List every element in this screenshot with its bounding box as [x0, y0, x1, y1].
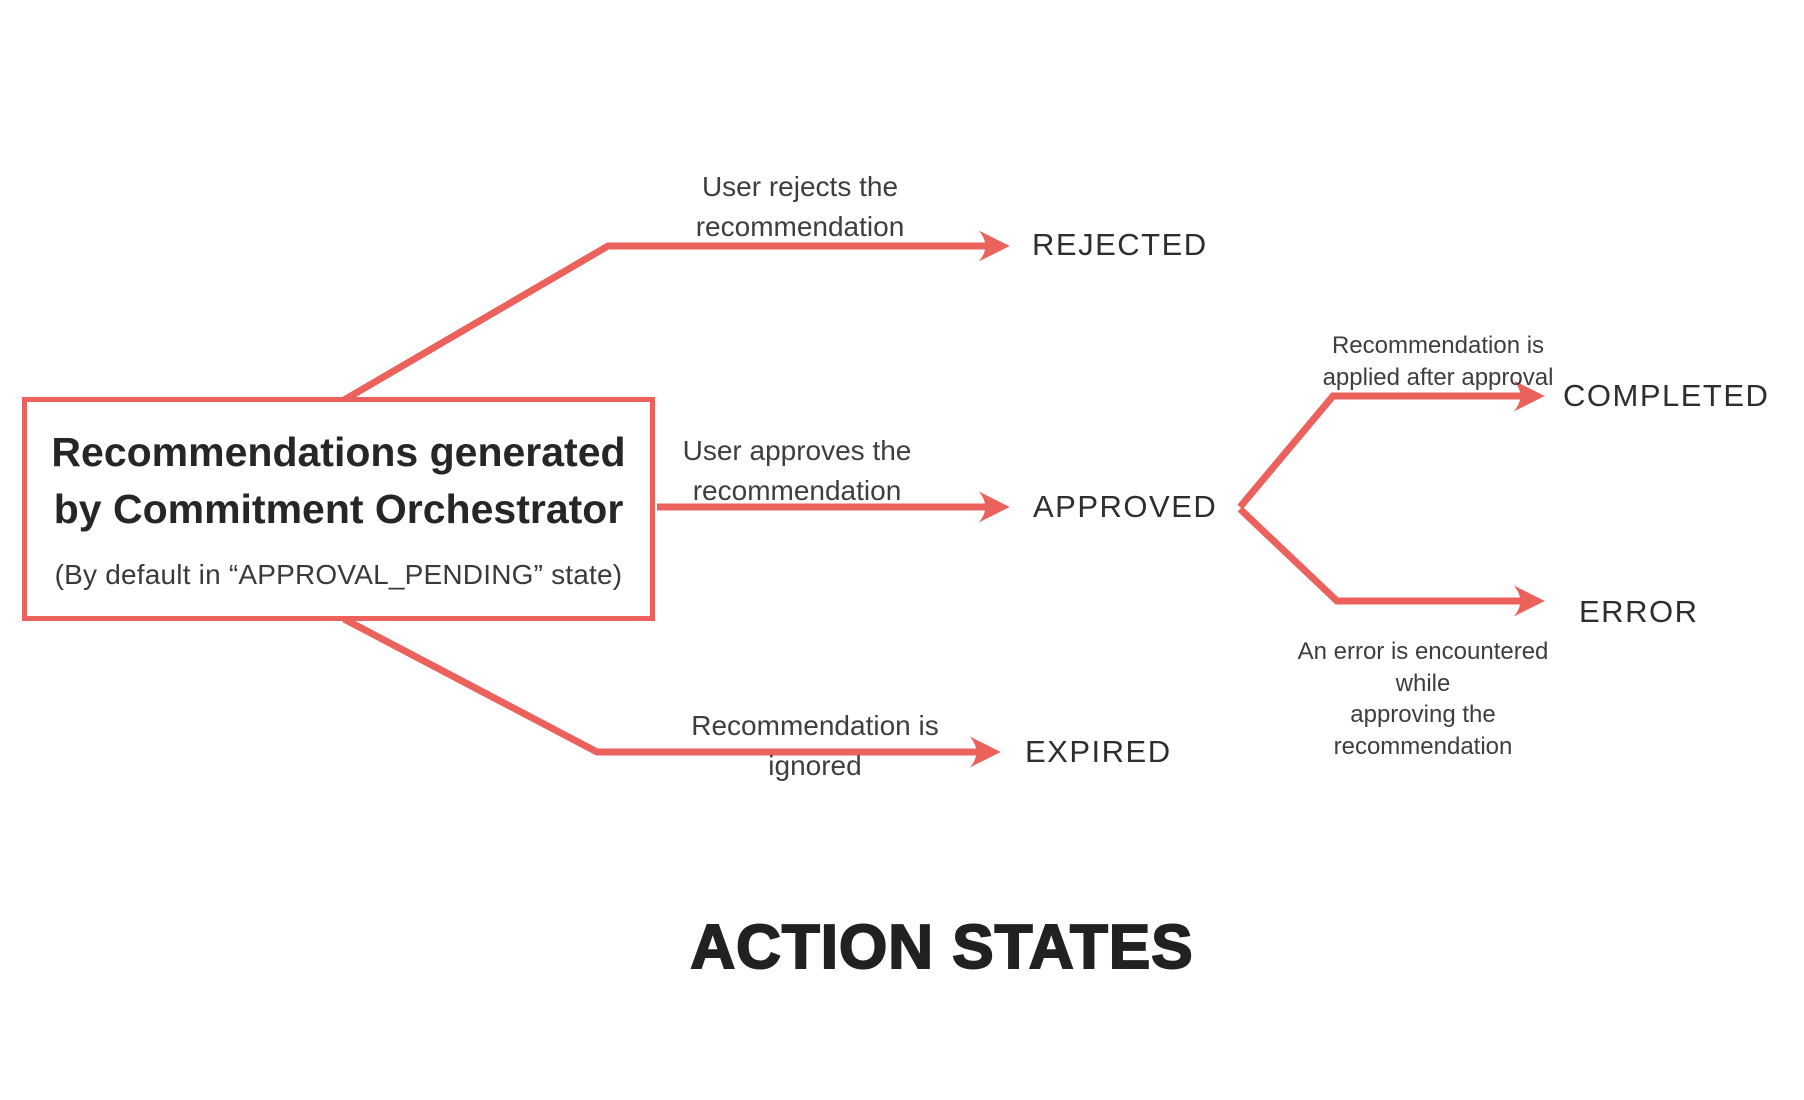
- state-rejected: REJECTED: [1032, 227, 1208, 262]
- edge-expired-line: [342, 615, 1001, 768]
- edge-label-completed: Recommendation is applied after approval: [1322, 332, 1554, 391]
- edge-label-approved: User approves the recommendation: [682, 435, 912, 507]
- edge-rejected-line: [342, 230, 1010, 404]
- source-box-title: Recommendations generated by Commitment …: [51, 429, 626, 532]
- edge-error-line: [1237, 506, 1545, 617]
- state-expired: EXPIRED: [1025, 734, 1172, 769]
- edge-label-rejected: User rejects the recommendation: [695, 171, 905, 243]
- state-approved: APPROVED: [1033, 489, 1218, 524]
- edge-completed-line: [1237, 380, 1545, 510]
- edge-label-error: An error is encountered while approving …: [1297, 638, 1549, 761]
- source-state-box: Recommendations generated by Commitment …: [22, 397, 655, 621]
- source-box-subtitle: (By default in “APPROVAL_PENDING” state): [54, 559, 623, 591]
- diagram-title: ACTION STATES: [689, 912, 1194, 983]
- state-error: ERROR: [1579, 594, 1699, 629]
- edge-label-expired: Recommendation is ignored: [691, 710, 939, 782]
- state-completed: COMPLETED: [1563, 378, 1770, 413]
